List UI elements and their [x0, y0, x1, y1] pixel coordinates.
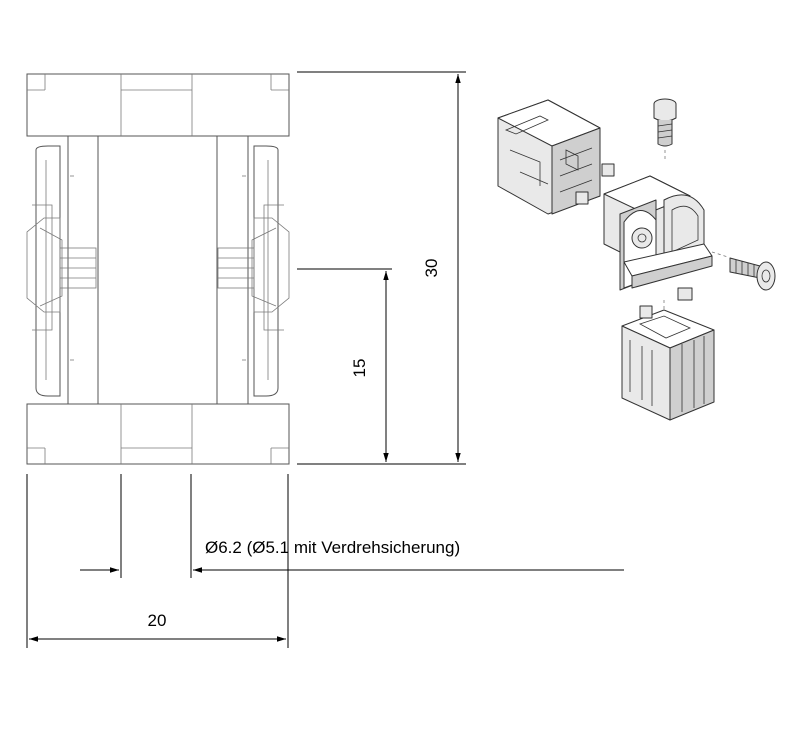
height-half-label: 15	[350, 359, 369, 378]
slot-nut-left	[575, 191, 589, 205]
height-total-label: 30	[422, 259, 441, 278]
bore-note-label: Ø6.2 (Ø5.1 mit Verdrehsicherung)	[205, 538, 460, 557]
slot-nut-bottom	[677, 287, 693, 301]
slot-nut-top	[601, 163, 615, 177]
dimension-lines	[26, 71, 624, 648]
side-screw-illustration	[711, 251, 776, 291]
front-view	[26, 73, 290, 465]
hinge-body-illustration	[603, 175, 713, 291]
left-fastener	[26, 175, 97, 361]
right-fastener	[217, 175, 290, 361]
exploded-isometric-view	[497, 98, 776, 421]
top-screw-illustration	[653, 98, 677, 162]
top-block	[26, 73, 290, 137]
bottom-block	[26, 403, 290, 465]
width-total-label: 20	[148, 611, 167, 630]
vertical-profile-illustration	[621, 300, 715, 421]
